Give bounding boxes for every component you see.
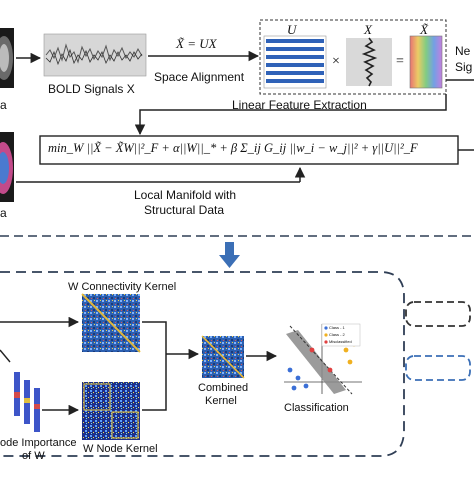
matrix-x-label: X [364, 22, 372, 37]
matrix-x-image [346, 37, 392, 87]
arrow-into-node-bars [0, 349, 11, 363]
manifold-label-line2: Structural Data [144, 203, 225, 217]
legend-class1: Class - 1 [329, 325, 345, 330]
matrix-xtilde-image [409, 35, 443, 89]
objective-formula: min_W ||X̃ − X̃W||²_F + α||W||_* + β Σ_i… [48, 141, 418, 155]
down-arrow-icon [219, 242, 240, 268]
bold-signals-image [43, 33, 147, 77]
combined-kernel-image [201, 335, 245, 379]
matrix-u-image [263, 35, 327, 89]
classification-label: Classification [284, 402, 349, 414]
node-importance-bars [14, 372, 40, 432]
right-clip-text-2: Sig [455, 60, 473, 74]
times-symbol: × [332, 54, 340, 69]
brain-image-bottom [0, 132, 14, 202]
right-clip-text-1: Ne [455, 44, 471, 58]
left-clip-text-2: a [0, 206, 7, 220]
node-importance-line2: of W [22, 450, 45, 462]
manifold-label-line1: Local Manifold with [134, 188, 237, 202]
combined-kernel-line1: Combined [198, 382, 249, 394]
node-kernel-image [82, 382, 140, 440]
bottom-dashed-container [0, 271, 405, 457]
bold-signals-label: BOLD Signals X [48, 82, 135, 96]
arrow-merge-bottom [142, 354, 167, 411]
classification-plot [280, 322, 362, 395]
arrow-linear-feature [134, 94, 447, 136]
legend-box-dark [405, 301, 471, 327]
connectivity-kernel-label: W Connectivity Kernel [68, 281, 177, 293]
objective-box [39, 135, 459, 165]
node-kernel-label: W Node Kernel [83, 443, 158, 455]
connectivity-kernel-image [81, 293, 141, 353]
node-importance-line1: ode Importance [0, 437, 77, 449]
matrix-dashed-box [259, 19, 447, 95]
linear-feature-label: Linear Feature Extraction [232, 98, 367, 112]
space-alignment-label: Space Alignment [154, 70, 245, 84]
matrix-u-label: U [287, 22, 297, 37]
arrow-merge-top [142, 321, 167, 354]
space-alignment-equation: X̃ = UX [176, 36, 217, 51]
matrix-xtilde-label: X̃ [420, 22, 428, 37]
combined-kernel-line2: Kernel [205, 395, 237, 407]
left-clip-text-1: a [0, 98, 7, 112]
legend-class2: Class - 2 [329, 332, 345, 337]
brain-image-top [0, 28, 14, 88]
legend-box-blue [405, 355, 471, 381]
equals-symbol: = [396, 54, 404, 69]
legend-misclassified: Misclassified [329, 339, 352, 344]
